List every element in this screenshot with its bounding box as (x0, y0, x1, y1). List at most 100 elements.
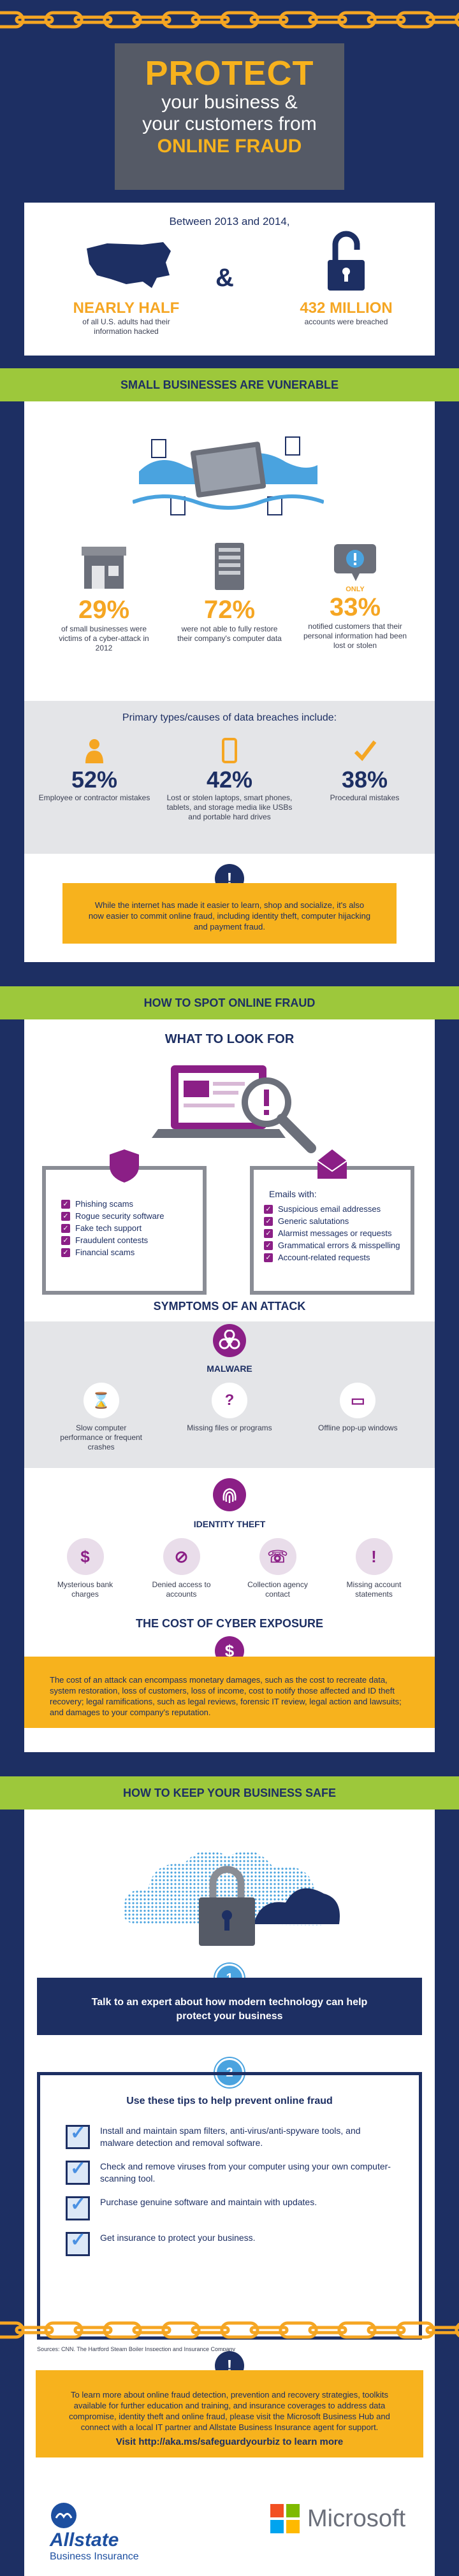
footer-cta[interactable]: Visit http://aka.ms/safeguardyourbiz to … (115, 2436, 344, 2447)
tip-item: ✓Check and remove viruses from your comp… (66, 2158, 393, 2185)
malware-box: MALWARE ⌛ Slow computer performance or fr… (24, 1321, 435, 1468)
breach-col-38: 38% Procedural mistakes (307, 738, 422, 803)
checkbox-icon: ✓ (66, 2122, 90, 2149)
breach-52-desc: Employee or contractor mistakes (38, 793, 150, 802)
list-item: ✓Generic salutations (264, 1216, 400, 1226)
emails-title: Emails with: (269, 1189, 317, 1199)
chain-link (191, 2326, 230, 2335)
allstate-logo: Allstate Business Insurance (50, 2501, 139, 2563)
breach-col-52: 52% Employee or contractor mistakes (37, 738, 152, 803)
malware-symptom-label: Offline pop-up windows (318, 1423, 398, 1432)
identity-title: IDENTITY THEFT (193, 1519, 266, 1529)
denied-access-icon: ⊘ (163, 1538, 200, 1575)
malware-symptom-label: Slow computer performance or frequent cr… (60, 1423, 143, 1451)
list-item-label: Alarmist messages or requests (278, 1228, 392, 1238)
chain-link (337, 11, 377, 29)
what-to-look-for-title: WHAT TO LOOK FOR (164, 1032, 295, 1046)
identity-symptom-label: Denied access to accounts (152, 1580, 211, 1599)
list-item: ✓Rogue security software (61, 1211, 164, 1221)
check-icon: ✓ (61, 1199, 70, 1209)
list-item-label: Phishing scams (75, 1199, 134, 1209)
identity-symptoms: $Mysterious bank charges ⊘ Denied access t… (37, 1538, 422, 1599)
hourglass-icon: ⌛ (83, 1383, 119, 1418)
note-box: While the internet has made it easier to… (62, 883, 397, 944)
intro-panel: Between 2013 and 2014, NEARLY HALF of al… (24, 203, 435, 356)
missing-file-icon: ? (211, 1383, 247, 1418)
tips-title: Use these tips to help prevent online fr… (126, 2096, 333, 2106)
computer-ocean-icon (133, 436, 324, 515)
check-icon: ✓ (61, 1223, 70, 1233)
breach-52-value: 52% (71, 766, 118, 793)
email-signs-list: ✓Suspicious email addresses✓Generic salu… (264, 1202, 400, 1265)
check-icon: ✓ (61, 1211, 70, 1221)
person-icon (85, 739, 103, 763)
check-icon: ✓ (61, 1248, 70, 1257)
check-icon: ✓ (264, 1241, 273, 1250)
identity-symptom: ☏Collection agency contact (237, 1538, 319, 1599)
chain-link (103, 2321, 142, 2339)
stat-33-pre: ONLY (346, 586, 365, 593)
header-line2: your business & (161, 92, 298, 113)
breach-causes-box: Primary types/causes of data breaches in… (24, 701, 435, 854)
chain-link (455, 12, 459, 27)
chain-link (44, 2321, 84, 2339)
header-line4: ONLINE FRAUD (157, 136, 302, 157)
biohazard-icon (213, 1324, 246, 1357)
section-band-spot: HOW TO SPOT ONLINE FRAUD (0, 986, 459, 1019)
chain-link (396, 2321, 435, 2339)
alert-speech-icon (334, 544, 376, 581)
chain-link (0, 11, 25, 29)
identity-symptom: $Mysterious bank charges (44, 1538, 127, 1599)
cost-box: The cost of an attack can encompass mone… (24, 1657, 435, 1728)
stat-33-value: 33% (329, 593, 381, 621)
list-item-label: Fraudulent contests (75, 1235, 149, 1245)
chain-decoration-bottom (0, 2319, 459, 2341)
malware-symptom-label: Missing files or programs (187, 1423, 272, 1432)
section-band-safe: HOW TO KEEP YOUR BUSINESS SAFE (0, 1776, 459, 1810)
list-item-label: Fake tech support (75, 1223, 142, 1233)
fraud-types-box: ✓Phishing scams✓Rogue security software✓… (42, 1149, 207, 1295)
chain-link (279, 2321, 318, 2339)
fingerprint-icon (213, 1478, 246, 1511)
malware-title: MALWARE (207, 1364, 252, 1374)
intro-ampersand: & (215, 264, 234, 292)
chain-link (73, 15, 113, 24)
chain-link (191, 15, 230, 24)
header-title: PROTECT (145, 54, 314, 92)
chain-link (337, 2321, 377, 2339)
malware-symptoms: ⌛ Slow computer performance or frequent c… (37, 1383, 422, 1452)
checkbox-icon: ✓ (66, 2229, 90, 2256)
storefront-icon (82, 547, 126, 589)
chain-link (220, 11, 259, 29)
chain-decoration-top (0, 9, 459, 31)
sources-note: Sources: CNN, The Hartford Steam Boiler … (37, 2346, 235, 2352)
header-block: PROTECT your business & your customers f… (115, 43, 344, 190)
list-item-label: Financial scams (75, 1248, 135, 1257)
stat-33-desc: notified customers that their personal i… (303, 622, 407, 650)
list-item-label: Account-related requests (278, 1253, 370, 1262)
malware-symptom: ▭Offline pop-up windows (310, 1383, 405, 1452)
breach-42-value: 42% (206, 766, 253, 793)
list-item: ✓Grammatical errors & misspelling (264, 1241, 400, 1250)
identity-symptom: ⊘ Denied access to accounts (140, 1538, 223, 1599)
intro-stat2-value: 432 MILLION (300, 299, 393, 317)
tip-item: ✓Install and maintain spam filters, anti… (66, 2122, 393, 2149)
allstate-hands-icon (51, 2503, 76, 2528)
chain-link (425, 15, 459, 24)
check-icon: ✓ (264, 1228, 273, 1238)
breach-42-desc: Lost or stolen laptops, smart phones, ta… (166, 793, 293, 821)
footer-box: To learn more about online fraud detecti… (36, 2370, 423, 2457)
missing-statement-icon: ! (355, 1538, 393, 1575)
chain-link (44, 11, 84, 29)
laptop-magnifier-icon (152, 1065, 316, 1153)
chain-link (367, 2326, 406, 2335)
list-item: ✓ Phishing scams (61, 1199, 164, 1209)
identity-symptom-label: Mysterious bank charges (57, 1580, 113, 1599)
chain-link (249, 15, 289, 24)
intro-stat1-desc: of all U.S. adults had their information… (82, 317, 170, 336)
identity-symptom: !Missing account statements (333, 1538, 416, 1599)
spot-fraud-panel: WHAT TO LOOK FOR ✓ Phishing scams ✓Rogue s… (24, 1019, 435, 1752)
chain-link (132, 15, 171, 24)
footer-panel: ! To learn more about online fraud detec… (24, 2351, 435, 2576)
